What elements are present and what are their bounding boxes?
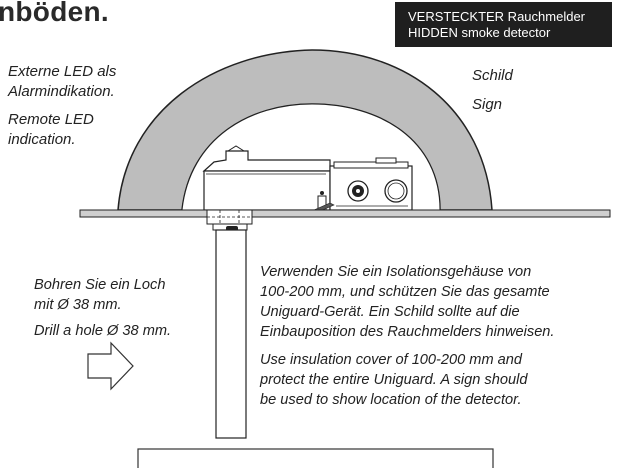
hidden-detector-label: VERSTECKTER Rauchmelder HIDDEN smoke det… [395,2,612,47]
mounting-collar [206,209,253,231]
page-heading: nböden. [0,0,109,27]
drill-label-en: Drill a hole Ø 38 mm. [34,323,172,339]
insulation-note-en: Use insulation cover of 100-200 mm and p… [260,352,528,408]
sign-label-de: Schild [472,67,513,84]
sampling-pipe [215,229,247,439]
remote-led-label-en: Remote LED indication. [8,111,94,148]
hidden-detector-label-en: HIDDEN smoke detector [408,25,551,40]
insulation-note-de: Verwenden Sie ein Isolationsgehäuse von … [260,264,555,340]
hole-arrow [87,341,134,391]
sign-label-en: Sign [472,96,503,113]
ceiling-slab [79,209,611,218]
drill-label-de: Bohren Sie ein Loch mit Ø 38 mm. [34,277,166,313]
uniguard-detector [202,145,413,213]
hidden-detector-label-de: VERSTECKTER Rauchmelder [408,9,585,24]
remote-led-label-de: Externe LED als Alarmindikation. [8,63,117,100]
bottom-panel [137,448,494,468]
